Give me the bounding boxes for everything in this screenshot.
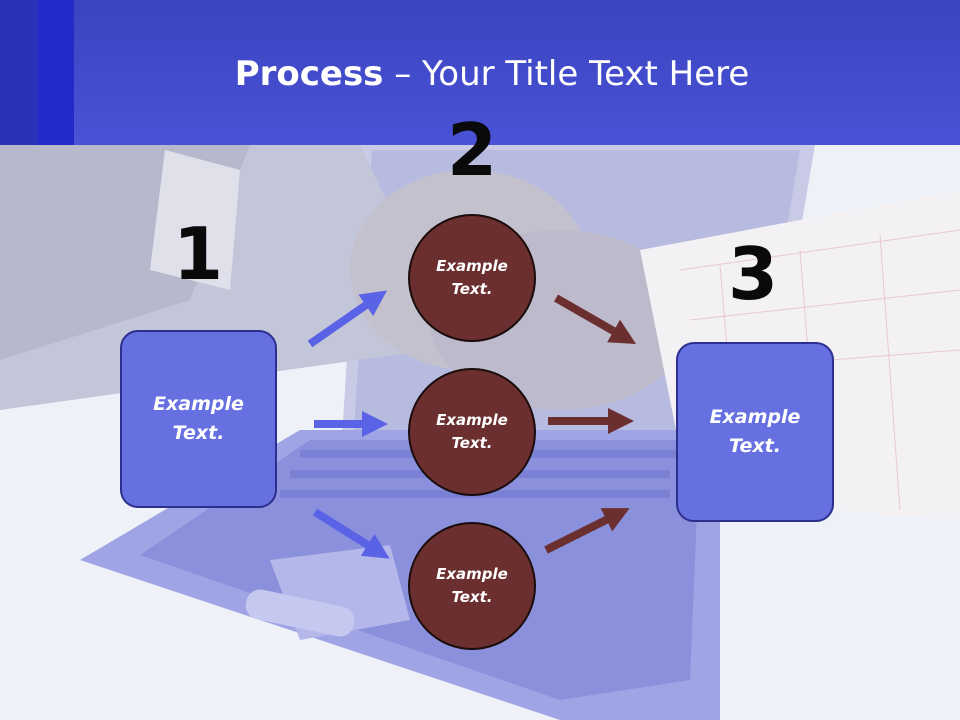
step-2-circle-top-line2: Text. bbox=[451, 280, 493, 298]
step-3-text-line2: Text. bbox=[729, 435, 781, 457]
slide-title: Process – Your Title Text Here bbox=[0, 52, 960, 96]
title-bar bbox=[0, 0, 960, 145]
title-bar-accent-left bbox=[0, 0, 38, 145]
step-2-circle-bottom-line2: Text. bbox=[451, 588, 493, 606]
step-2-circle-bottom-line1: Example bbox=[436, 565, 508, 583]
step-2-circle-bottom: Example Text. bbox=[408, 522, 536, 650]
step-2-circle-middle-line2: Text. bbox=[451, 434, 493, 452]
step-1-box: Example Text. bbox=[120, 330, 277, 508]
step-number-2: 2 bbox=[446, 108, 498, 192]
title-bar-accent-inner bbox=[38, 0, 74, 145]
slide-title-rest: – Your Title Text Here bbox=[383, 54, 750, 94]
step-3-box: Example Text. bbox=[676, 342, 834, 522]
step-number-3: 3 bbox=[727, 232, 779, 316]
step-2-circle-top-text: Example Text. bbox=[436, 255, 508, 301]
step-1-text-line2: Text. bbox=[172, 422, 225, 444]
step-1-text-line1: Example bbox=[153, 393, 244, 415]
step-3-text-line1: Example bbox=[709, 406, 801, 428]
step-2-circle-middle-text: Example Text. bbox=[436, 409, 508, 455]
step-1-text: Example Text. bbox=[153, 390, 244, 448]
slide-title-bold: Process bbox=[234, 54, 384, 94]
step-3-text: Example Text. bbox=[710, 403, 801, 461]
step-2-circle-middle: Example Text. bbox=[408, 368, 536, 496]
step-number-1: 1 bbox=[172, 212, 224, 296]
step-2-circle-middle-line1: Example bbox=[436, 411, 508, 429]
step-2-circle-top: Example Text. bbox=[408, 214, 536, 342]
step-2-circle-bottom-text: Example Text. bbox=[436, 563, 508, 609]
step-2-circle-top-line1: Example bbox=[436, 257, 508, 275]
